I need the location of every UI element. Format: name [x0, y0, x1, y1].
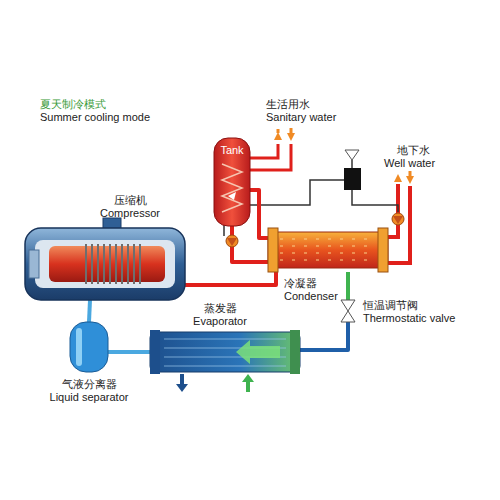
component-name-zh: 气液分离器: [62, 378, 117, 391]
component-name: Compressor: [100, 207, 160, 220]
well-water-pipes: [388, 184, 410, 263]
refrigerant-pipe: [89, 300, 90, 322]
pump-symbol: [392, 213, 404, 225]
component-name: Condenser: [284, 290, 338, 303]
component-name: Thermostatic valve: [363, 312, 455, 325]
subtitle: Summer cooling mode: [40, 111, 150, 124]
compressor: 压缩机Compressor: [25, 228, 185, 300]
refrigerant-pipe: [250, 190, 268, 238]
refrigerant-pipe: [346, 272, 350, 300]
refrigerant-pipe: [108, 350, 150, 354]
sanitary-water-label: 生活用水: [266, 98, 310, 111]
component-name-zh: 恒温调节阀: [363, 299, 418, 312]
compressor-shape: [25, 228, 185, 300]
well-water-label: 地下水: [397, 144, 430, 157]
thermostatic-valve: 恒温调节阀Thermostatic valve: [341, 300, 355, 322]
refrigerant-pipe: [300, 322, 348, 350]
well-water-label: Well water: [384, 157, 435, 170]
component-name-zh: 压缩机: [114, 194, 147, 207]
component-name-zh: 冷凝器: [284, 277, 317, 290]
component-name-zh: 蒸发器: [204, 302, 237, 315]
liquid-separator: 气液分离器Liquid separator: [70, 322, 108, 372]
evaporator-shape: [150, 332, 300, 372]
sanitary-water-label: Sanitary water: [266, 111, 336, 124]
component-name: Liquid separator: [50, 391, 129, 404]
condenser-shape: [268, 228, 388, 272]
condenser: 冷凝器Condenser: [268, 228, 388, 272]
water-tank: Tank: [214, 138, 250, 226]
sanitary-pipes: [246, 144, 291, 170]
water-arrows: [176, 374, 254, 392]
component-name: Evaporator: [193, 315, 247, 328]
diagram-title: 夏天制冷模式: [40, 98, 106, 111]
component-name: Tank: [220, 144, 243, 157]
thermostatic-valve-shape: [341, 300, 355, 322]
pump-symbol: [226, 235, 238, 247]
evaporator: 蒸发器Evaporator: [150, 332, 300, 372]
liquid-separator-shape: [70, 322, 108, 372]
refrigerant-pipe: [185, 272, 276, 285]
